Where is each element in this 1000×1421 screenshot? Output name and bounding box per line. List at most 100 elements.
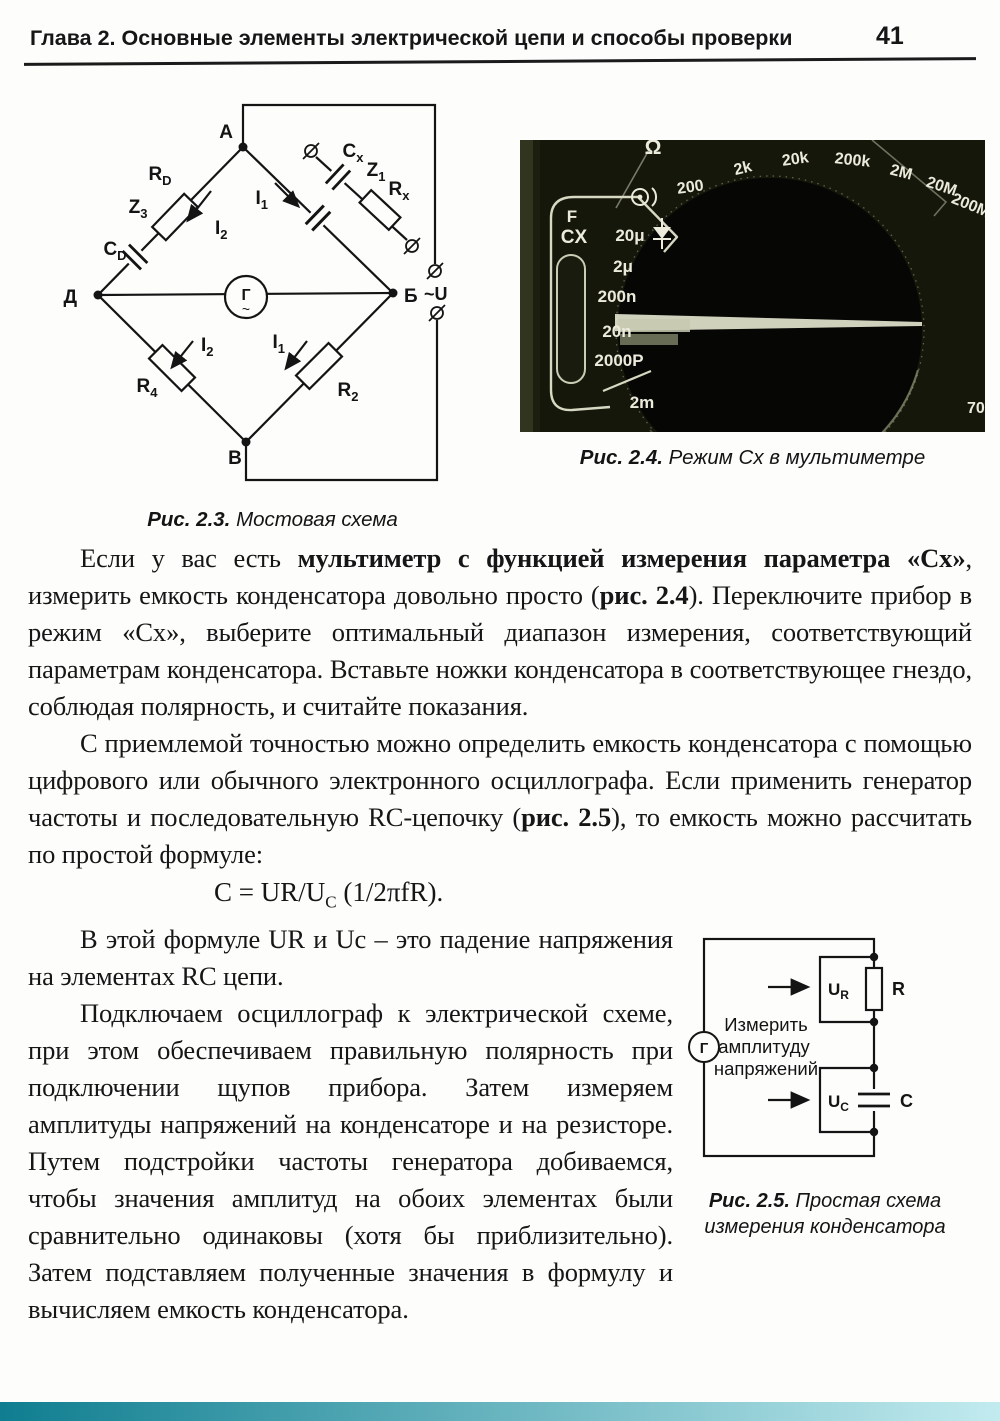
label-cd: CD — [103, 239, 126, 263]
dial-label-2k: 2k — [732, 158, 753, 179]
generator-symbol: Г — [688, 1031, 720, 1064]
dial-label-200k: 200k — [834, 150, 871, 171]
figure-2-4: F CX Ω 200 2k 20k 200k 2M 20M 200M — [520, 140, 985, 471]
selector-slot — [556, 254, 586, 384]
cap-range-200n: 200n — [598, 287, 637, 306]
note-line-2: амплитуду — [718, 1036, 810, 1057]
diode-icon — [653, 218, 671, 249]
photo-left-edge — [520, 140, 533, 432]
bridge-circuit-diagram: Г ~ — [63, 103, 448, 482]
knob-reflection — [620, 334, 678, 345]
label-uc: UC — [828, 1092, 849, 1114]
generator-label: Г — [241, 287, 250, 304]
continuity-icon — [631, 187, 658, 207]
chapter-header: Глава 2. Основные элементы электрической… — [30, 26, 793, 50]
fig-2-4-caption: Рис. 2.4. Режим Сх в мультиметре — [520, 445, 985, 471]
label-rx: Rx — [389, 179, 411, 203]
note-line-1: Измерить — [724, 1014, 808, 1035]
figure-2-5: Г UR R UC C Измерить амплитуду напряжени… — [673, 921, 972, 1328]
node-b-dot — [388, 288, 398, 298]
terminal-icon — [302, 142, 320, 160]
current-arrow-i1-bottom — [284, 340, 308, 371]
fig-2-4-caption-text: Режим Сх в мультиметре — [662, 446, 926, 469]
label-i1-bottom: I1 — [272, 332, 285, 356]
generator-wave: ~ — [242, 301, 250, 317]
badge-bottom-line — [602, 369, 652, 393]
terminal-icon — [426, 262, 444, 280]
dial-label-2M: 2M — [888, 162, 914, 184]
node-d-dot — [93, 290, 103, 300]
rc-measure-diagram: Г UR R UC C Измерить амплитуду напряжени… — [688, 938, 913, 1158]
header-rule — [23, 57, 977, 66]
ur-probe-box — [818, 956, 874, 1024]
terminal-icon — [403, 237, 421, 255]
label-ur: UR — [828, 980, 849, 1002]
p2-figure-ref: рис. 2.5 — [521, 802, 612, 832]
label-z3: Z3 — [129, 197, 148, 221]
cap-range-20u: 20μ — [615, 226, 644, 245]
label-i1-top: I1 — [255, 188, 268, 212]
paragraph-4: Подключаем осциллограф к электрической с… — [28, 998, 673, 1325]
rotary-knob[interactable] — [618, 178, 922, 432]
resistor-r2 — [294, 341, 344, 391]
capacitance-formula: С = UR/UС (1/2πfR). — [214, 874, 972, 920]
generator-symbol: Г ~ — [223, 274, 269, 320]
junction-dot — [869, 1128, 879, 1137]
knob-pointer-highlight — [615, 314, 922, 331]
paragraph-1: Если у вас есть мультиметр с функцией из… — [28, 540, 972, 725]
page-number: 41 — [876, 22, 904, 50]
current-arrow-i2-top — [186, 190, 212, 223]
source-label: ~U — [424, 284, 448, 304]
label-i2-bottom: I2 — [201, 335, 214, 359]
fig-2-5-caption-label: Рис. 2.5. — [708, 1190, 790, 1213]
p2-pre: С приемлемой точностью можно определить … — [28, 728, 972, 832]
paragraph-2: С приемлемой точностью можно определить … — [28, 725, 972, 873]
corner-value: 70 — [967, 400, 985, 417]
current-arrow-i2-bottom — [170, 340, 194, 370]
fig-2-3-caption-label: Рис. 2.3. — [147, 508, 231, 531]
formula-subscript: С — [325, 892, 337, 912]
node-a-label: А — [219, 122, 233, 143]
node-a-dot — [238, 142, 248, 152]
label-rd: RD — [148, 164, 171, 188]
multimeter-photo: F CX Ω 200 2k 20k 200k 2M 20M 200M — [520, 140, 985, 432]
generator-label: Г — [700, 1040, 709, 1057]
knob-rim-dotted — [615, 175, 925, 432]
label-r: R — [892, 979, 905, 999]
knob-reflection — [618, 319, 690, 332]
fcx-badge-notch — [637, 196, 679, 253]
knob-rim-highlight — [881, 369, 920, 432]
junction-dot — [869, 953, 879, 962]
fig-2-5-caption-text: Простая схема измерения конденсатора — [704, 1190, 946, 1239]
note-line-3: напряжений — [714, 1058, 818, 1079]
badge-f-label: F — [567, 207, 577, 226]
fig-2-4-caption-label: Рис. 2.4. — [579, 446, 663, 469]
cap-range-2000p: 2000P — [594, 351, 643, 370]
p1-post: ). Переключите прибор в режим «Сх», выбе… — [28, 580, 973, 721]
fig-2-5-caption: Рис. 2.5. Простая схема измерения конден… — [700, 1188, 950, 1240]
label-r2: R2 — [338, 380, 359, 404]
node-b-label: Б — [404, 286, 418, 307]
paragraph-3: В этой формуле UR и Uс – это падение нап… — [28, 924, 673, 992]
bottom-edge-bar — [0, 1402, 1000, 1421]
narrow-text-column: В этой формуле UR и Uс – это падение нап… — [28, 921, 673, 1328]
p1-bold: мультиметр с функцией измерения параметр… — [297, 543, 966, 573]
formula-post: (1/2πfR). — [336, 877, 444, 907]
node-d-label: Д — [63, 287, 77, 308]
p1-figure-ref: рис. 2.4 — [599, 580, 689, 610]
photo-left-edge-shadow — [533, 140, 540, 432]
resistor-r — [864, 967, 884, 1012]
ohm-symbol: Ω — [645, 140, 662, 159]
capacitor-bridge-arm — [304, 204, 332, 232]
p1-mid: , измерить емкость конденсатора довольно… — [28, 543, 972, 610]
current-arrow-i1-top — [274, 182, 301, 209]
node-v-dot — [241, 437, 251, 447]
label-c: C — [900, 1091, 913, 1111]
figure-2-3: Г ~ — [35, 95, 510, 533]
label-cx: Cx — [343, 141, 365, 165]
junction-dot — [869, 1064, 879, 1073]
node-v-label: В — [228, 448, 242, 469]
uc-probe-box — [818, 1067, 874, 1134]
panel-divider-line — [871, 140, 948, 217]
